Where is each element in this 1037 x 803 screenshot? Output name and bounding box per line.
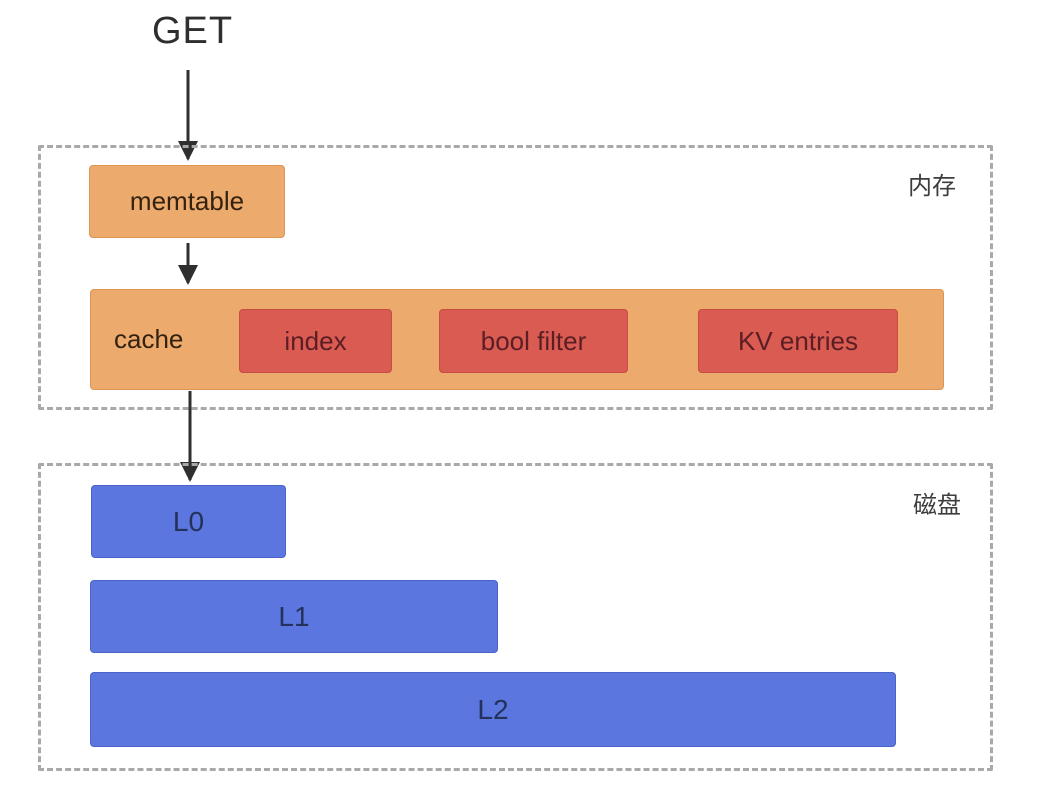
- disk-level-l2-box: L2: [90, 672, 896, 747]
- cache-box: cache index bool filter KV entries: [90, 289, 944, 390]
- cache-item-index: index: [239, 309, 392, 373]
- memtable-box: memtable: [89, 165, 285, 238]
- memory-region-label: 内存: [908, 173, 956, 200]
- disk-region-label: 磁盘: [913, 492, 961, 519]
- get-operation-label: GET: [152, 10, 234, 52]
- disk-region: 磁盘: [38, 463, 993, 771]
- cache-item-kv-entries: KV entries: [698, 309, 898, 373]
- disk-level-l1-box: L1: [90, 580, 498, 653]
- memory-region: 内存: [38, 145, 993, 410]
- cache-item-bool-filter: bool filter: [439, 309, 628, 373]
- disk-level-l0-box: L0: [91, 485, 286, 558]
- cache-box-label: cache: [114, 324, 184, 354]
